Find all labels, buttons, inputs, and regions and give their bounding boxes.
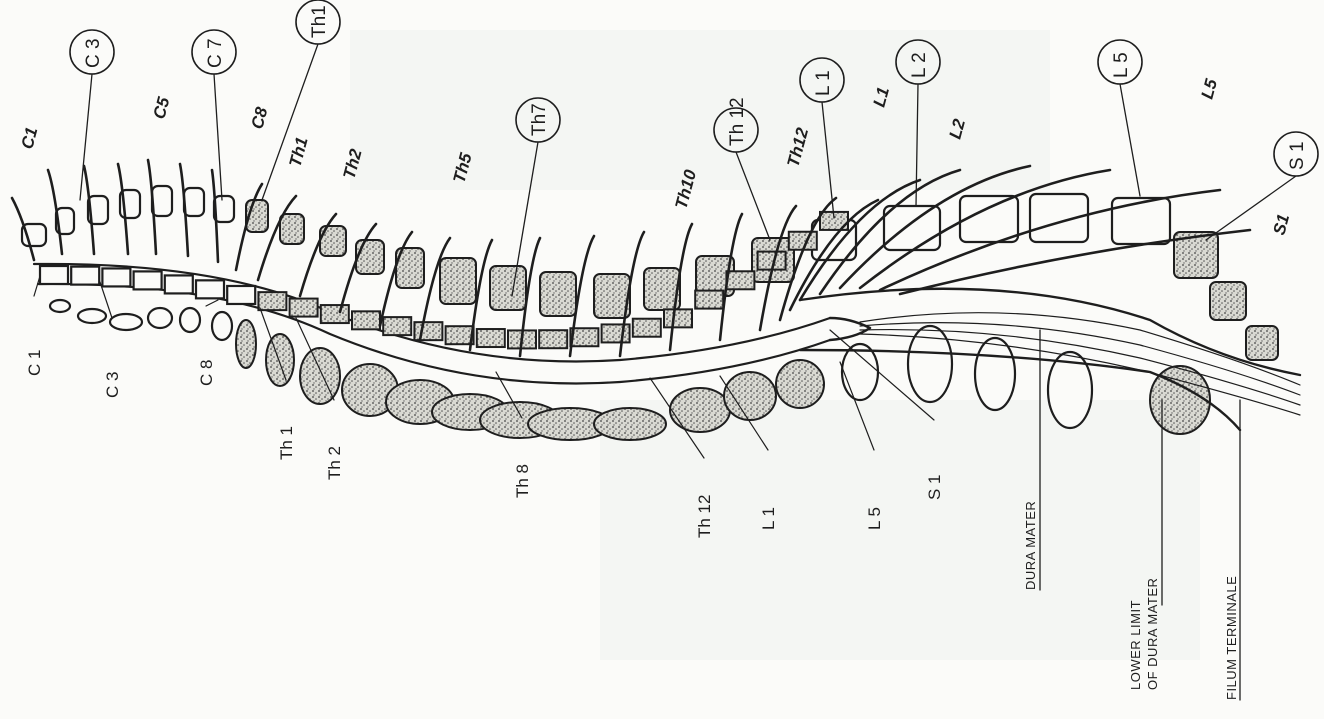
cord-segment <box>602 324 630 342</box>
spinous-process <box>50 300 70 312</box>
circled-label: C 3 <box>83 38 104 68</box>
segment-label: C 1 <box>25 350 44 376</box>
caption-lower-limit: LOWER LIMIT <box>1128 600 1143 690</box>
cord-segment <box>477 329 505 347</box>
vertebral-body <box>1112 198 1170 244</box>
vertebral-body <box>490 266 526 310</box>
spinous-process <box>300 348 340 404</box>
spinous-process <box>212 312 232 340</box>
cord-segment <box>71 267 99 285</box>
segment-label: Th 2 <box>325 446 344 480</box>
segment-label: L 1 <box>759 507 778 530</box>
caption-of-dura-mater: OF DURA MATER <box>1145 578 1160 690</box>
circled-label: Th 12 <box>727 97 748 146</box>
vertebral-body <box>884 206 940 250</box>
circled-label: S 1 <box>1287 141 1308 170</box>
vertebral-body <box>280 214 304 244</box>
spinous-process <box>236 320 256 368</box>
vertebral-body <box>960 196 1018 242</box>
cord-segment <box>446 326 474 344</box>
spinous-process <box>842 344 878 400</box>
segment-leader <box>34 276 40 296</box>
segment-label: C 8 <box>197 360 216 386</box>
cord-segment <box>227 286 255 304</box>
cord-segment <box>633 319 661 337</box>
circled-label: Th1 <box>309 5 330 38</box>
vertebral-body <box>540 272 576 316</box>
circled-label: Th7 <box>529 103 550 136</box>
cord-segment <box>196 280 224 298</box>
segment-leader <box>206 300 218 306</box>
vertebral-body <box>184 188 204 216</box>
vertebral-body <box>1246 326 1278 360</box>
cord-segment <box>726 271 754 289</box>
root-label: Th1 <box>286 135 312 169</box>
segment-label: Th 8 <box>513 464 532 498</box>
spinous-process <box>594 408 666 440</box>
root-label: C1 <box>18 125 42 151</box>
caption-dura-mater: DURA MATER <box>1023 501 1038 590</box>
spinous-process <box>148 308 172 328</box>
segment-label: Th 1 <box>277 426 296 460</box>
spinous-process <box>78 309 106 323</box>
leader-line <box>262 44 318 200</box>
spinous-process <box>975 338 1015 410</box>
cord-segment <box>40 266 68 284</box>
root-label: C8 <box>248 105 272 131</box>
cord-segment <box>695 291 723 309</box>
vertebral-body <box>440 258 476 304</box>
segment-label: Th 12 <box>695 495 714 538</box>
circled-label: C 7 <box>205 38 226 68</box>
circled-label: L 2 <box>909 52 930 78</box>
vertebral-body <box>1210 282 1246 320</box>
spinous-process <box>266 334 294 386</box>
leader-line <box>214 74 222 200</box>
spinous-process <box>776 360 824 408</box>
leader-line <box>1120 84 1140 196</box>
cord-segment <box>102 268 130 286</box>
segment-label: C 3 <box>103 372 122 398</box>
segment-label: L 5 <box>865 507 884 530</box>
cord-segment <box>134 271 162 289</box>
circled-label: L 1 <box>813 70 834 96</box>
cord-segment <box>165 275 193 293</box>
caption-filum-terminale: FILUM TERMINALE <box>1224 576 1239 700</box>
vertebral-body <box>356 240 384 274</box>
cord-segment <box>570 328 598 346</box>
root-label: C5 <box>150 95 174 121</box>
cord-segment <box>789 232 817 250</box>
spinous-process <box>180 308 200 332</box>
cord-segment <box>664 309 692 327</box>
cord-segment <box>290 299 318 317</box>
segment-label: S 1 <box>925 474 944 500</box>
spinous-process <box>670 388 730 432</box>
vertebral-body <box>152 186 172 216</box>
cord-segment <box>321 305 349 323</box>
cord-segment <box>539 330 567 348</box>
spinous-process <box>724 372 776 420</box>
cord-segment <box>352 311 380 329</box>
cord-segment <box>258 292 286 310</box>
cord-segment <box>383 317 411 335</box>
root-label: L5 <box>1198 76 1222 101</box>
cord-segment <box>414 322 442 340</box>
root-label: S1 <box>1270 212 1294 237</box>
spinous-process <box>110 314 142 330</box>
circled-label: L 5 <box>1111 52 1132 78</box>
